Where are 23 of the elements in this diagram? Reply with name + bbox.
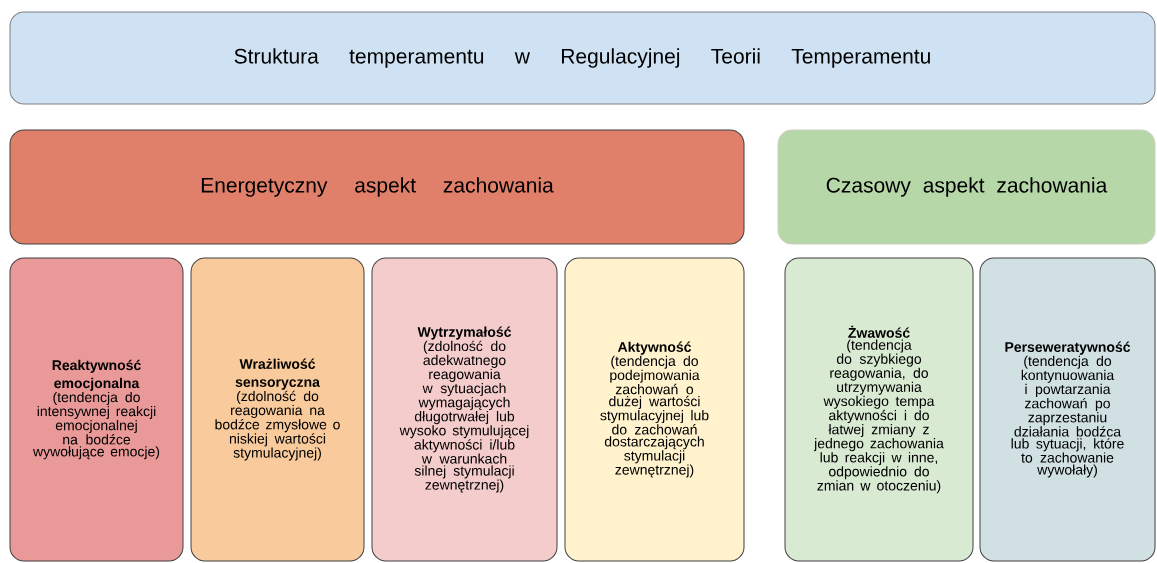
- header-box: [777, 129, 1156, 245]
- heading-text: Czasowy aspekt zachowania: [826, 177, 1108, 197]
- trait-name: Perseweratywność: [1005, 341, 1131, 355]
- trait-box: [784, 257, 974, 562]
- trait-box: [9, 257, 184, 562]
- trait-description: (tendencja do kontynuowania i powtarzania zachowań po zaprzestaniu działania bodźca lub sytuacji, które to zachowanie wywołały): [1011, 355, 1124, 478]
- trait-description: (tendencja do szybkiego reagowania, do utrzymywania wysokiego tempa aktywności i do łatwej zmiany z jednego zachowania lub reakcji w inne, odpowiednio do zmian w otoczeniu): [813, 339, 944, 494]
- heading-text: Energetyczny aspekt zachowania: [201, 177, 554, 197]
- trait-name: Wytrzymałość: [417, 326, 512, 340]
- trait-box: [564, 257, 745, 562]
- trait-name: Reaktywność emocjonalna: [52, 359, 141, 391]
- trait-box: [979, 257, 1156, 562]
- trait-description: (tendencja do podejmowania zachowań o dużej wartości stymulacyjnej lub do zachowań dostarczających stymulacji zewnętrznej): [600, 355, 709, 478]
- trait-description: (zdolność do adekwatnego reagowania w sytuacjach wymagających długotrwałej lub wysoko stymulującej aktywności i/lub w warunkach silnej stymulacji zewnętrznej): [399, 340, 529, 493]
- trait-description: (zdolność do reagowania na bodźce zmysłowe o niskiej wartości stymulacyjnej): [215, 390, 340, 461]
- header-box: [9, 129, 745, 245]
- trait-name: Żwawość: [848, 325, 910, 338]
- trait-box: [190, 257, 365, 562]
- trait-description: (tendencja do intensywnej reakcji emocjonalnej na bodźce wywołujące emocje): [33, 391, 160, 460]
- trait-name: Aktywność: [617, 341, 692, 355]
- trait-box: [371, 257, 558, 562]
- heading-text: Struktura temperamentu w Regulacyjnej Teorii Temperamentu: [234, 48, 930, 68]
- header-box: [9, 11, 1156, 105]
